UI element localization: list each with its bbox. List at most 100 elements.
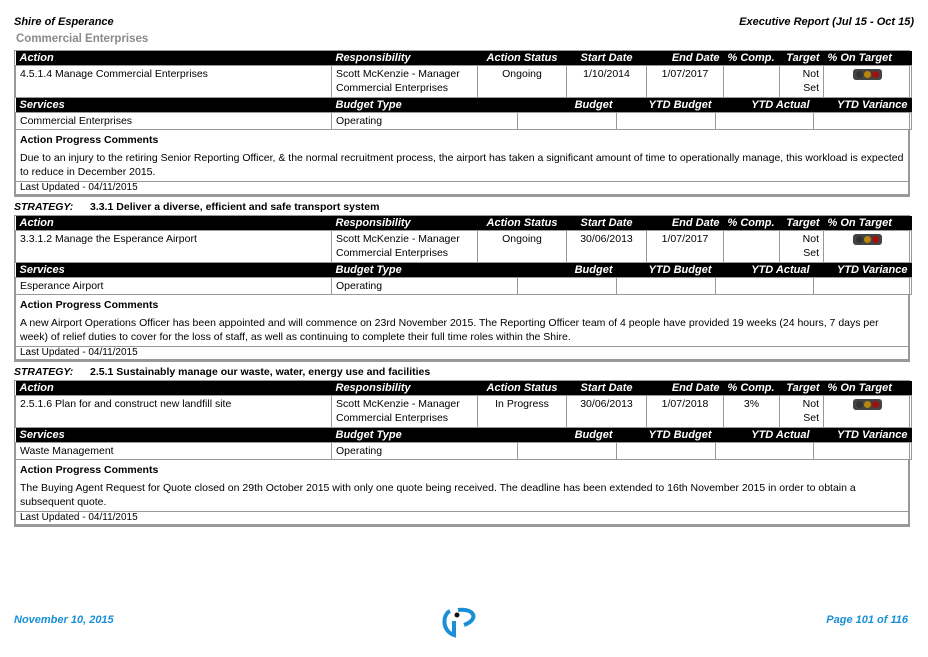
strategy-text: 3.3.1 Deliver a diverse, efficient and s… <box>90 201 380 213</box>
resp-line2: Commercial Enterprises <box>336 412 449 424</box>
col-budget: Budget <box>517 428 617 443</box>
col-ytd-actual: YTD Actual <box>715 263 814 278</box>
col-ytd-budget: YTD Budget <box>616 98 716 113</box>
traffic-light-icon <box>853 69 882 80</box>
ytd-variance <box>813 277 912 295</box>
comments-box: Action Progress Comments Due to an injur… <box>15 130 909 182</box>
start-date: 30/06/2013 <box>566 230 647 263</box>
col-budget: Budget <box>517 98 617 113</box>
target: Not Set <box>779 65 824 98</box>
budget <box>517 112 617 130</box>
service-name: Commercial Enterprises <box>15 112 332 130</box>
percent-comp <box>723 230 780 263</box>
strategy-label: STRATEGY: <box>14 201 74 213</box>
target: Not Set <box>779 395 824 428</box>
col-ytd-variance: YTD Variance <box>813 98 912 113</box>
action-status: In Progress <box>477 395 567 428</box>
col-ytd-variance: YTD Variance <box>813 263 912 278</box>
col-comp: % Comp. <box>723 51 780 66</box>
col-services: Services <box>15 263 332 278</box>
col-on-target: % On Target <box>823 51 912 66</box>
service-name: Waste Management <box>15 442 332 460</box>
comment-text: Due to an injury to the retiring Senior … <box>20 152 904 178</box>
start-date: 30/06/2013 <box>566 395 647 428</box>
ytd-variance <box>813 112 912 130</box>
budget <box>517 442 617 460</box>
comments-title: Action Progress Comments <box>20 134 159 146</box>
traffic-light-icon <box>853 234 882 245</box>
footer-date: November 10, 2015 <box>14 614 114 626</box>
action-status: Ongoing <box>477 230 567 263</box>
col-target: Target <box>779 51 824 66</box>
start-date: 1/10/2014 <box>566 65 647 98</box>
col-ytd-budget: YTD Budget <box>616 428 716 443</box>
percent-comp: 3% <box>723 395 780 428</box>
comment-text: The Buying Agent Request for Quote close… <box>20 482 856 508</box>
col-budget-type: Budget Type <box>331 98 518 113</box>
col-action: Action <box>15 51 332 66</box>
end-date: 1/07/2018 <box>646 395 724 428</box>
ytd-actual <box>715 442 814 460</box>
col-target: Target <box>779 216 824 231</box>
resp-line2: Commercial Enterprises <box>336 82 449 94</box>
action-name: 3.3.1.2 Manage the Esperance Airport <box>15 230 332 263</box>
col-services: Services <box>15 98 332 113</box>
col-start: Start Date <box>566 216 647 231</box>
col-comp: % Comp. <box>723 216 780 231</box>
col-responsibility: Responsibility <box>331 381 478 396</box>
target: Not Set <box>779 230 824 263</box>
section-title: Commercial Enterprises <box>16 33 149 45</box>
col-budget-type: Budget Type <box>331 428 518 443</box>
strategy-line: STRATEGY: 2.5.1 Sustainably manage our wa… <box>14 366 910 379</box>
col-services: Services <box>15 428 332 443</box>
col-budget-type: Budget Type <box>331 263 518 278</box>
col-start: Start Date <box>566 51 647 66</box>
ytd-actual <box>715 112 814 130</box>
last-updated: Last Updated - 04/11/2015 <box>15 347 909 360</box>
comments-box: Action Progress Comments The Buying Agen… <box>15 460 909 512</box>
ytd-budget <box>616 442 716 460</box>
strategy-label: STRATEGY: <box>14 366 74 378</box>
resp-line1: Scott McKenzie - Manager <box>336 68 460 80</box>
end-date: 1/07/2017 <box>646 230 724 263</box>
service-name: Esperance Airport <box>15 277 332 295</box>
resp-line1: Scott McKenzie - Manager <box>336 398 460 410</box>
on-target-indicator <box>823 65 912 98</box>
col-ytd-variance: YTD Variance <box>813 428 912 443</box>
last-updated: Last Updated - 04/11/2015 <box>15 182 909 195</box>
col-ytd-budget: YTD Budget <box>616 263 716 278</box>
ytd-budget <box>616 112 716 130</box>
comments-box: Action Progress Comments A new Airport O… <box>15 295 909 347</box>
col-comp: % Comp. <box>723 381 780 396</box>
col-ytd-actual: YTD Actual <box>715 428 814 443</box>
resp-line1: Scott McKenzie - Manager <box>336 233 460 245</box>
percent-comp <box>723 65 780 98</box>
comment-text: A new Airport Operations Officer has bee… <box>20 317 879 343</box>
on-target-indicator <box>823 395 912 428</box>
col-responsibility: Responsibility <box>331 51 478 66</box>
logo-icon <box>442 607 476 638</box>
col-status: Action Status <box>477 381 567 396</box>
org-name: Shire of Esperance <box>14 16 114 28</box>
col-responsibility: Responsibility <box>331 216 478 231</box>
col-start: Start Date <box>566 381 647 396</box>
col-end: End Date <box>646 381 724 396</box>
comments-title: Action Progress Comments <box>20 464 159 476</box>
last-updated: Last Updated - 04/11/2015 <box>15 512 909 525</box>
end-date: 1/07/2017 <box>646 65 724 98</box>
col-end: End Date <box>646 216 724 231</box>
page-header: Shire of Esperance Executive Report (Jul… <box>14 16 914 28</box>
strategy-text: 2.5.1 Sustainably manage our waste, wate… <box>90 366 431 378</box>
col-budget: Budget <box>517 263 617 278</box>
resp-line2: Commercial Enterprises <box>336 247 449 259</box>
action-name: 2.5.1.6 Plan for and construct new landf… <box>15 395 332 428</box>
